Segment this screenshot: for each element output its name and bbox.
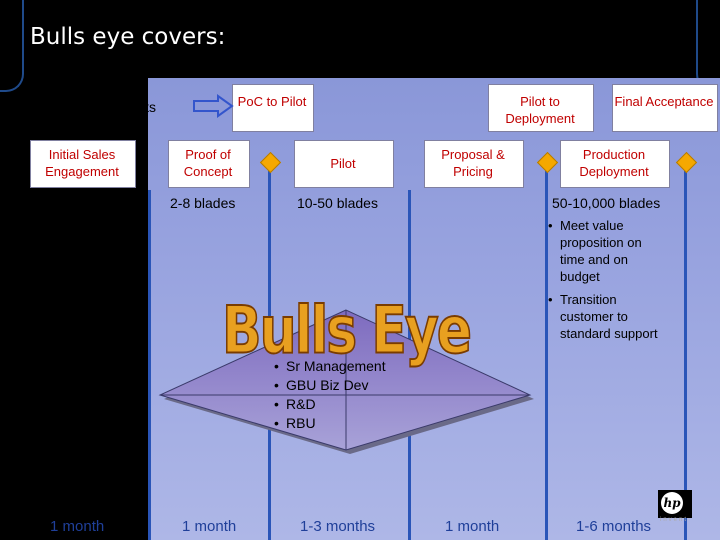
list-item: GBU Biz Dev xyxy=(274,376,414,395)
list-item: RBU xyxy=(274,414,414,433)
checkpoint-final-acceptance: Final Acceptance xyxy=(614,94,714,109)
slide-edge-left xyxy=(0,0,24,92)
list-item: Sr Management xyxy=(274,357,414,376)
stage-initial-sales-engagement: Initial Sales Engagement xyxy=(45,147,119,179)
stage-proof-of-concept: Proof of Concept xyxy=(183,147,233,179)
bullseye-wordart: Bulls Eye xyxy=(222,292,470,368)
duration-4: 1 month xyxy=(445,518,500,535)
stage-box-deployment xyxy=(560,140,670,188)
stage-box-poc xyxy=(168,140,250,188)
stage-box-initial xyxy=(30,140,136,188)
blades-pilot: 10-50 blades xyxy=(297,195,378,211)
blades-poc: 2-8 blades xyxy=(170,195,236,211)
slide-title: Bulls eye covers: xyxy=(30,24,226,50)
checkpoint-poc-to-pilot: PoC to Pilot xyxy=(237,94,307,109)
bullseye-list: Sr Management GBU Biz Dev R&D RBU xyxy=(274,357,414,433)
duration-2: 1 month xyxy=(182,518,237,535)
stage-production-deployment: Production Deployment xyxy=(579,147,649,179)
duration-3: 1-3 months xyxy=(300,518,376,535)
stage-box-pilot xyxy=(294,140,394,188)
stage-proposal-pricing: Proposal & Pricing xyxy=(441,147,505,179)
checkpoint-box-poc-to-pilot xyxy=(232,84,314,132)
right-bullet-list: Meet value proposition on time and on bu… xyxy=(548,217,660,348)
blades-deployment: 50-10,000 blades xyxy=(552,195,661,211)
list-item: Understand end-user environment xyxy=(26,257,146,291)
duration-1: 1 month xyxy=(50,518,105,535)
checkpoint-box-pilot-to-deployment xyxy=(488,84,594,132)
left-bullet-list: Deliver value proposition Understand end… xyxy=(26,217,146,354)
checkpoint-pilot-to-deployment: Pilot to Deployment xyxy=(505,94,575,126)
list-item: Deliver value proposition xyxy=(26,217,146,251)
timeline-line-1 xyxy=(148,190,151,540)
list-item: Meet value proposition on time and on bu… xyxy=(548,217,660,285)
hp-logo-text: hp xyxy=(663,496,681,510)
list-item: Transition customer to standard support xyxy=(548,291,660,342)
timeline-line-5 xyxy=(684,160,687,540)
checkpoint-box-final-acceptance xyxy=(612,84,718,132)
hp-logo: hp xyxy=(658,490,692,518)
list-item: R&D xyxy=(274,395,414,414)
major-checkpoints-label: Major Checkpoints xyxy=(40,99,156,115)
hp-logo-subtext: invent xyxy=(660,517,689,523)
list-item: Secure Proof of Concept installation xyxy=(26,297,146,348)
checkpoint-arrow-icon xyxy=(193,94,234,118)
timeline-line-4 xyxy=(545,160,548,540)
duration-5: 1-6 months xyxy=(576,518,652,535)
stage-box-proposal xyxy=(424,140,524,188)
stage-pilot: Pilot xyxy=(330,156,356,171)
